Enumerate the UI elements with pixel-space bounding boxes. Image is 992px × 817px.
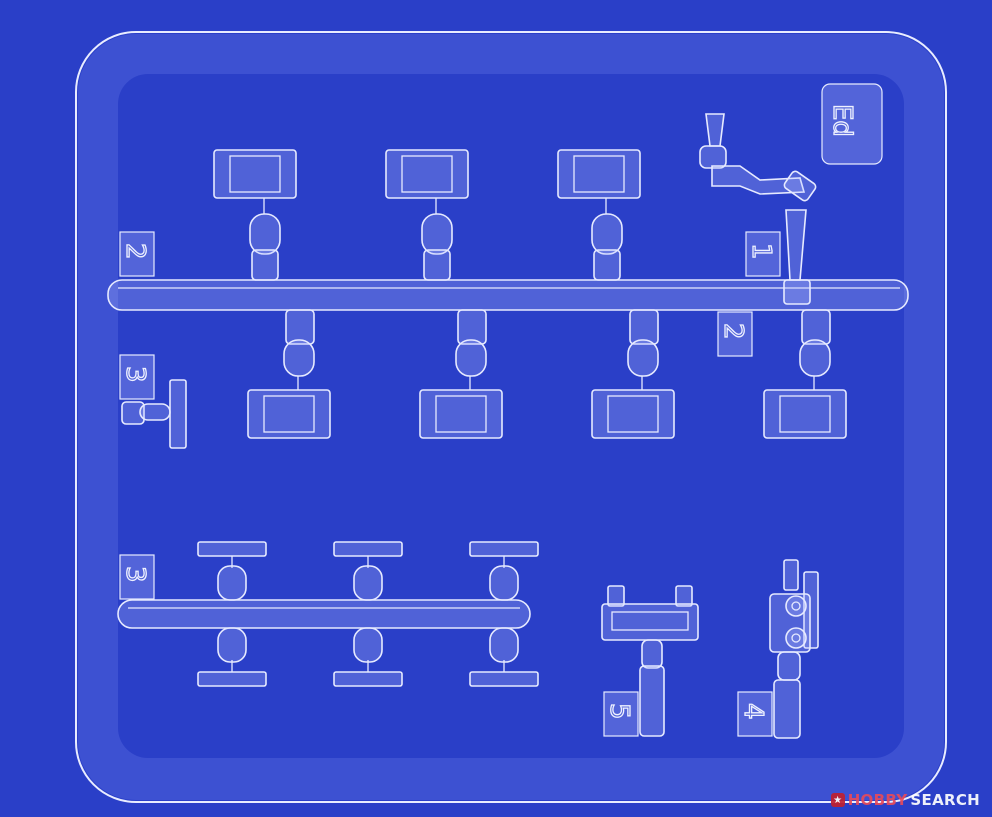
part-number-tab-4: 4 [737, 691, 773, 737]
upper-runner [107, 279, 909, 311]
svg-text:2: 2 [718, 323, 748, 340]
t-piece-lower-3 [469, 627, 539, 687]
svg-text:4: 4 [738, 703, 768, 720]
roller-part [769, 559, 819, 739]
part-number-tab-3-lower: 3 [119, 554, 155, 600]
hobby-search-logo-icon: ★ [830, 793, 845, 807]
bucket-part-upper-3 [557, 149, 641, 281]
watermark-suffix: SEARCH [910, 791, 980, 809]
svg-text:3: 3 [120, 566, 150, 583]
t-piece-upper-2 [333, 541, 403, 601]
bucket-part-lower-2 [419, 309, 503, 439]
part-number-tab-2-left: 2 [119, 231, 155, 277]
part-number-tab-1: 1 [745, 231, 781, 277]
svg-text:3: 3 [120, 366, 150, 383]
bucket-part-upper-1 [213, 149, 297, 281]
part-number-tab-3-upper: 3 [119, 354, 155, 400]
bucket-part-lower-3 [591, 309, 675, 439]
t-piece-upper-1 [197, 541, 267, 601]
part-number-tab-5: 5 [603, 691, 639, 737]
part-number-tab-2-right: 2 [717, 311, 753, 357]
t-piece-upper-3 [469, 541, 539, 601]
side-t-part [121, 379, 187, 449]
bucket-part-upper-2 [385, 149, 469, 281]
watermark-brand: HOBBY [847, 791, 908, 809]
svg-text:5: 5 [604, 703, 634, 720]
lower-runner [117, 599, 531, 629]
sprue-code: Ed [827, 104, 857, 137]
bucket-part-lower-4 [763, 309, 847, 439]
watermark: ★ HOBBY SEARCH [830, 791, 980, 809]
t-piece-lower-2 [333, 627, 403, 687]
svg-text:1: 1 [746, 243, 776, 260]
t-piece-lower-1 [197, 627, 267, 687]
svg-text:2: 2 [120, 243, 150, 260]
periscope-part [699, 113, 817, 305]
sprue-code-tab: Ed [821, 83, 883, 165]
bucket-part-lower-1 [247, 309, 331, 439]
tray-part [601, 585, 699, 737]
